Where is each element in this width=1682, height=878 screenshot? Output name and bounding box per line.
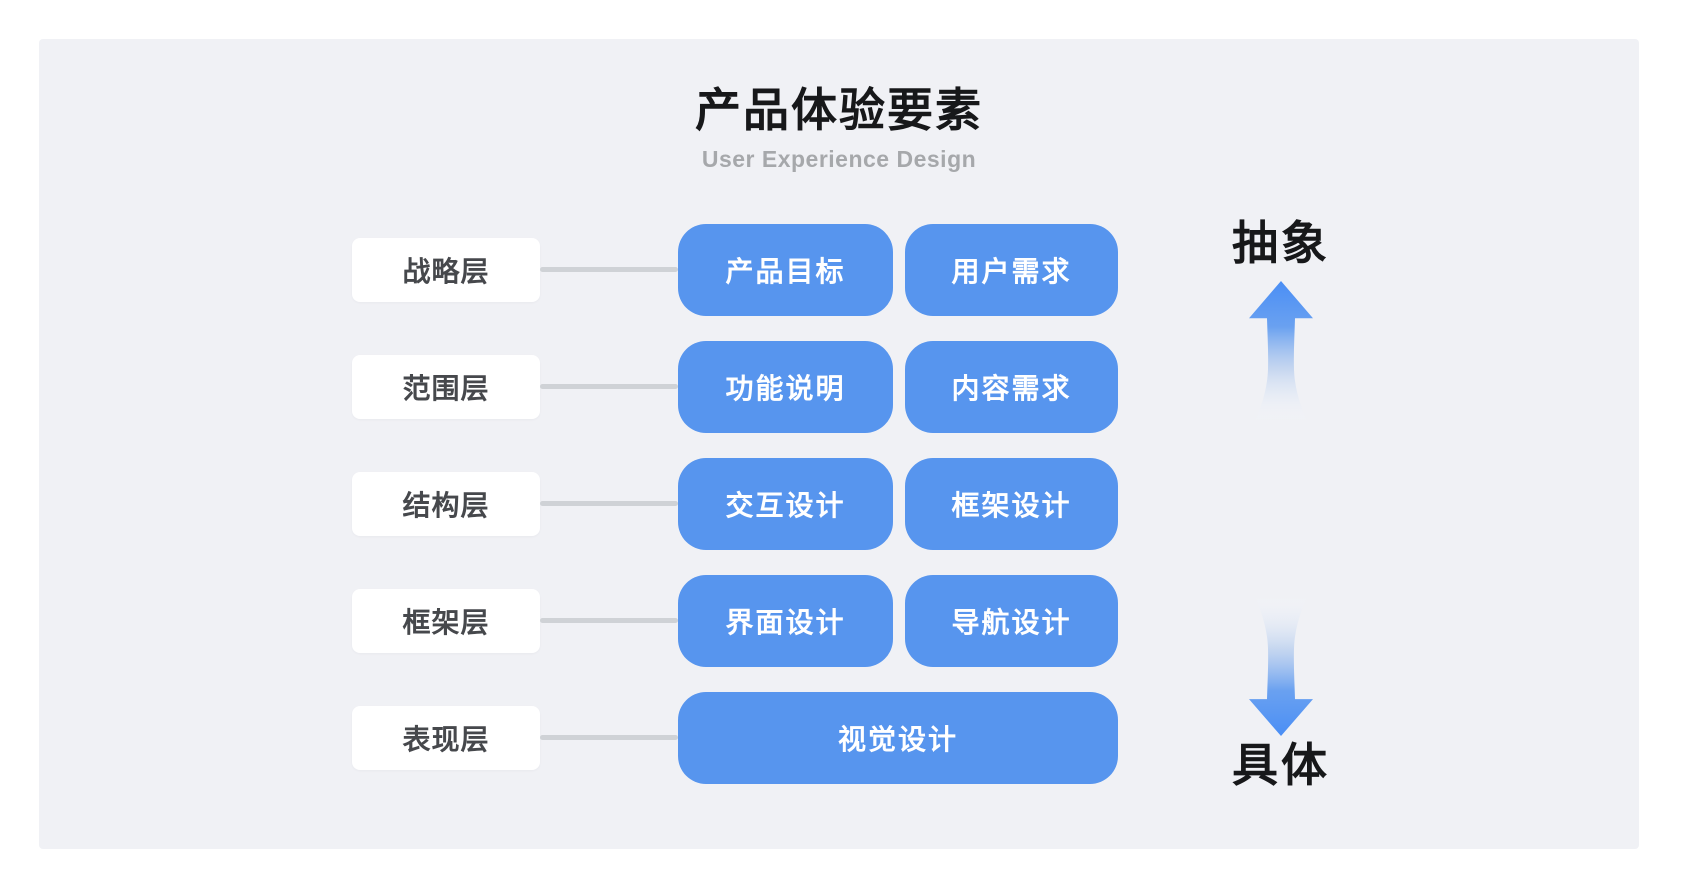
node-content-requirements: 内容需求 (905, 341, 1118, 433)
node-interaction-design: 交互设计 (678, 458, 893, 550)
layer-row-skeleton: 框架层 界面设计 导航设计 (39, 575, 1639, 667)
node-user-needs: 用户需求 (905, 224, 1118, 316)
layer-row-structure: 结构层 交互设计 框架设计 (39, 458, 1639, 550)
connector-line (540, 618, 678, 623)
layer-label-structure: 结构层 (352, 472, 540, 536)
axis-label-abstract: 抽象 (1232, 217, 1330, 269)
layer-row-surface: 表现层 视觉设计 (39, 692, 1639, 784)
connector-line (540, 735, 678, 740)
diagram-panel: 产品体验要素 User Experience Design 战略层 产品目标 用… (39, 39, 1639, 849)
layer-row-strategy: 战略层 产品目标 用户需求 (39, 224, 1639, 316)
layer-label-skeleton: 框架层 (352, 589, 540, 653)
node-frame-design: 框架设计 (905, 458, 1118, 550)
node-functional-specs: 功能说明 (678, 341, 893, 433)
node-interface-design: 界面设计 (678, 575, 893, 667)
axis-label-concrete: 具体 (1232, 739, 1330, 791)
node-navigation-design: 导航设计 (905, 575, 1118, 667)
node-visual-design: 视觉设计 (678, 692, 1118, 784)
connector-line (540, 501, 678, 506)
layer-label-surface: 表现层 (352, 706, 540, 770)
node-product-goals: 产品目标 (678, 224, 893, 316)
arrow-up-icon (1249, 280, 1313, 425)
connector-line (540, 267, 678, 272)
layer-label-scope: 范围层 (352, 355, 540, 419)
page-subtitle: User Experience Design (701, 145, 977, 172)
layer-row-scope: 范围层 功能说明 内容需求 (39, 341, 1639, 433)
layer-label-strategy: 战略层 (352, 238, 540, 302)
diagram-header: 产品体验要素 User Experience Design (39, 85, 1639, 173)
arrow-down-icon (1249, 593, 1313, 737)
page-title: 产品体验要素 (695, 84, 983, 136)
connector-line (540, 384, 678, 389)
